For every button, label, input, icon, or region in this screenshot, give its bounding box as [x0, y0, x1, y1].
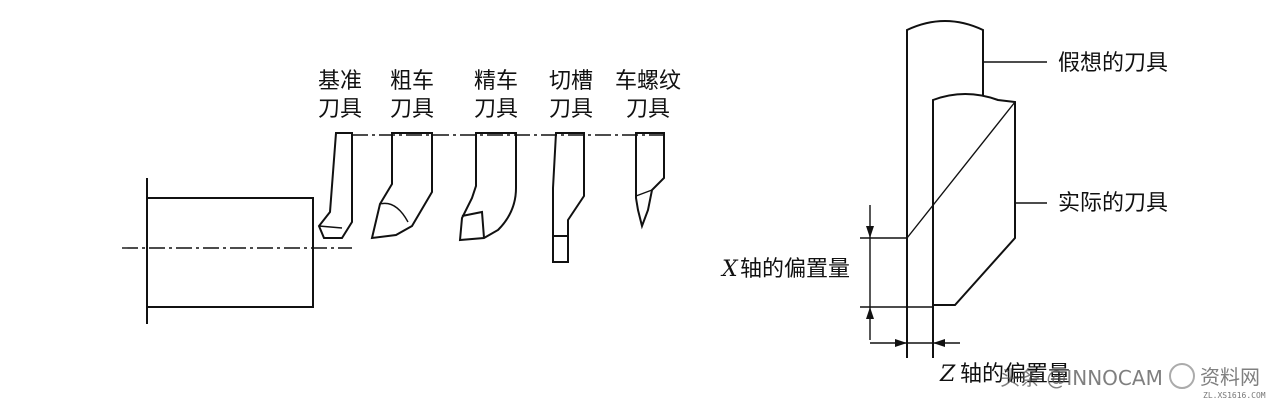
- x-offset-label: X 轴的偏置量: [720, 257, 850, 282]
- tool-label-line1: 精车: [474, 69, 518, 94]
- actual-tool: [906, 93, 1047, 358]
- z-offset-label: Z 轴的偏置量: [939, 362, 1070, 387]
- workpiece: [122, 178, 352, 324]
- tool-label-threading: 车螺纹 刀具: [615, 69, 681, 122]
- tool-label-roughing: 粗车 刀具: [390, 69, 434, 122]
- z-axis-letter: Z: [939, 362, 956, 387]
- reference-tool: [317, 132, 353, 239]
- watermark-text: 头条 @INNOCAM: [1000, 366, 1163, 390]
- tool-label-line2: 刀具: [549, 97, 593, 122]
- tool-label-line1: 车螺纹: [615, 69, 681, 94]
- x-offset-text: 轴的偏置量: [740, 257, 850, 282]
- z-offset-dimension: [870, 339, 960, 347]
- finishing-tool: [458, 132, 517, 242]
- watermark: 头条 @INNOCAM 资料网 ZL.XS1616.COM: [1000, 363, 1266, 400]
- actual-tool-edge-chamfer: [906, 101, 1016, 239]
- z-offset-text: 轴的偏置量: [960, 362, 1070, 387]
- tool-label-line1: 粗车: [390, 69, 434, 94]
- grooving-tool: [552, 132, 585, 263]
- tool-label-line1: 切槽: [549, 69, 593, 94]
- tool-label-line2: 刀具: [318, 97, 362, 122]
- roughing-tool: [370, 132, 433, 240]
- tool-label-reference: 基准 刀具: [318, 69, 362, 122]
- logo-swirl-icon: [1169, 363, 1195, 389]
- tool-label-line1: 基准: [318, 69, 362, 94]
- tool-label-finishing: 精车 刀具: [474, 69, 518, 122]
- x-offset-dimension: [860, 205, 933, 340]
- imaginary-tool-label: 假想的刀具: [1058, 51, 1168, 76]
- logo-text: 资料网: [1200, 365, 1260, 389]
- logo-url: ZL.XS1616.COM: [1203, 391, 1266, 400]
- tool-label-line2: 刀具: [390, 97, 434, 122]
- tool-label-grooving: 切槽 刀具: [549, 69, 593, 122]
- actual-tool-label: 实际的刀具: [1058, 191, 1168, 216]
- threading-tool: [635, 132, 665, 230]
- x-axis-letter: X: [720, 257, 739, 282]
- tool-label-line2: 刀具: [626, 97, 670, 122]
- tool-label-line2: 刀具: [474, 97, 518, 122]
- imaginary-tool: [906, 20, 1047, 358]
- watermark-logo: 资料网 ZL.XS1616.COM: [1169, 363, 1266, 400]
